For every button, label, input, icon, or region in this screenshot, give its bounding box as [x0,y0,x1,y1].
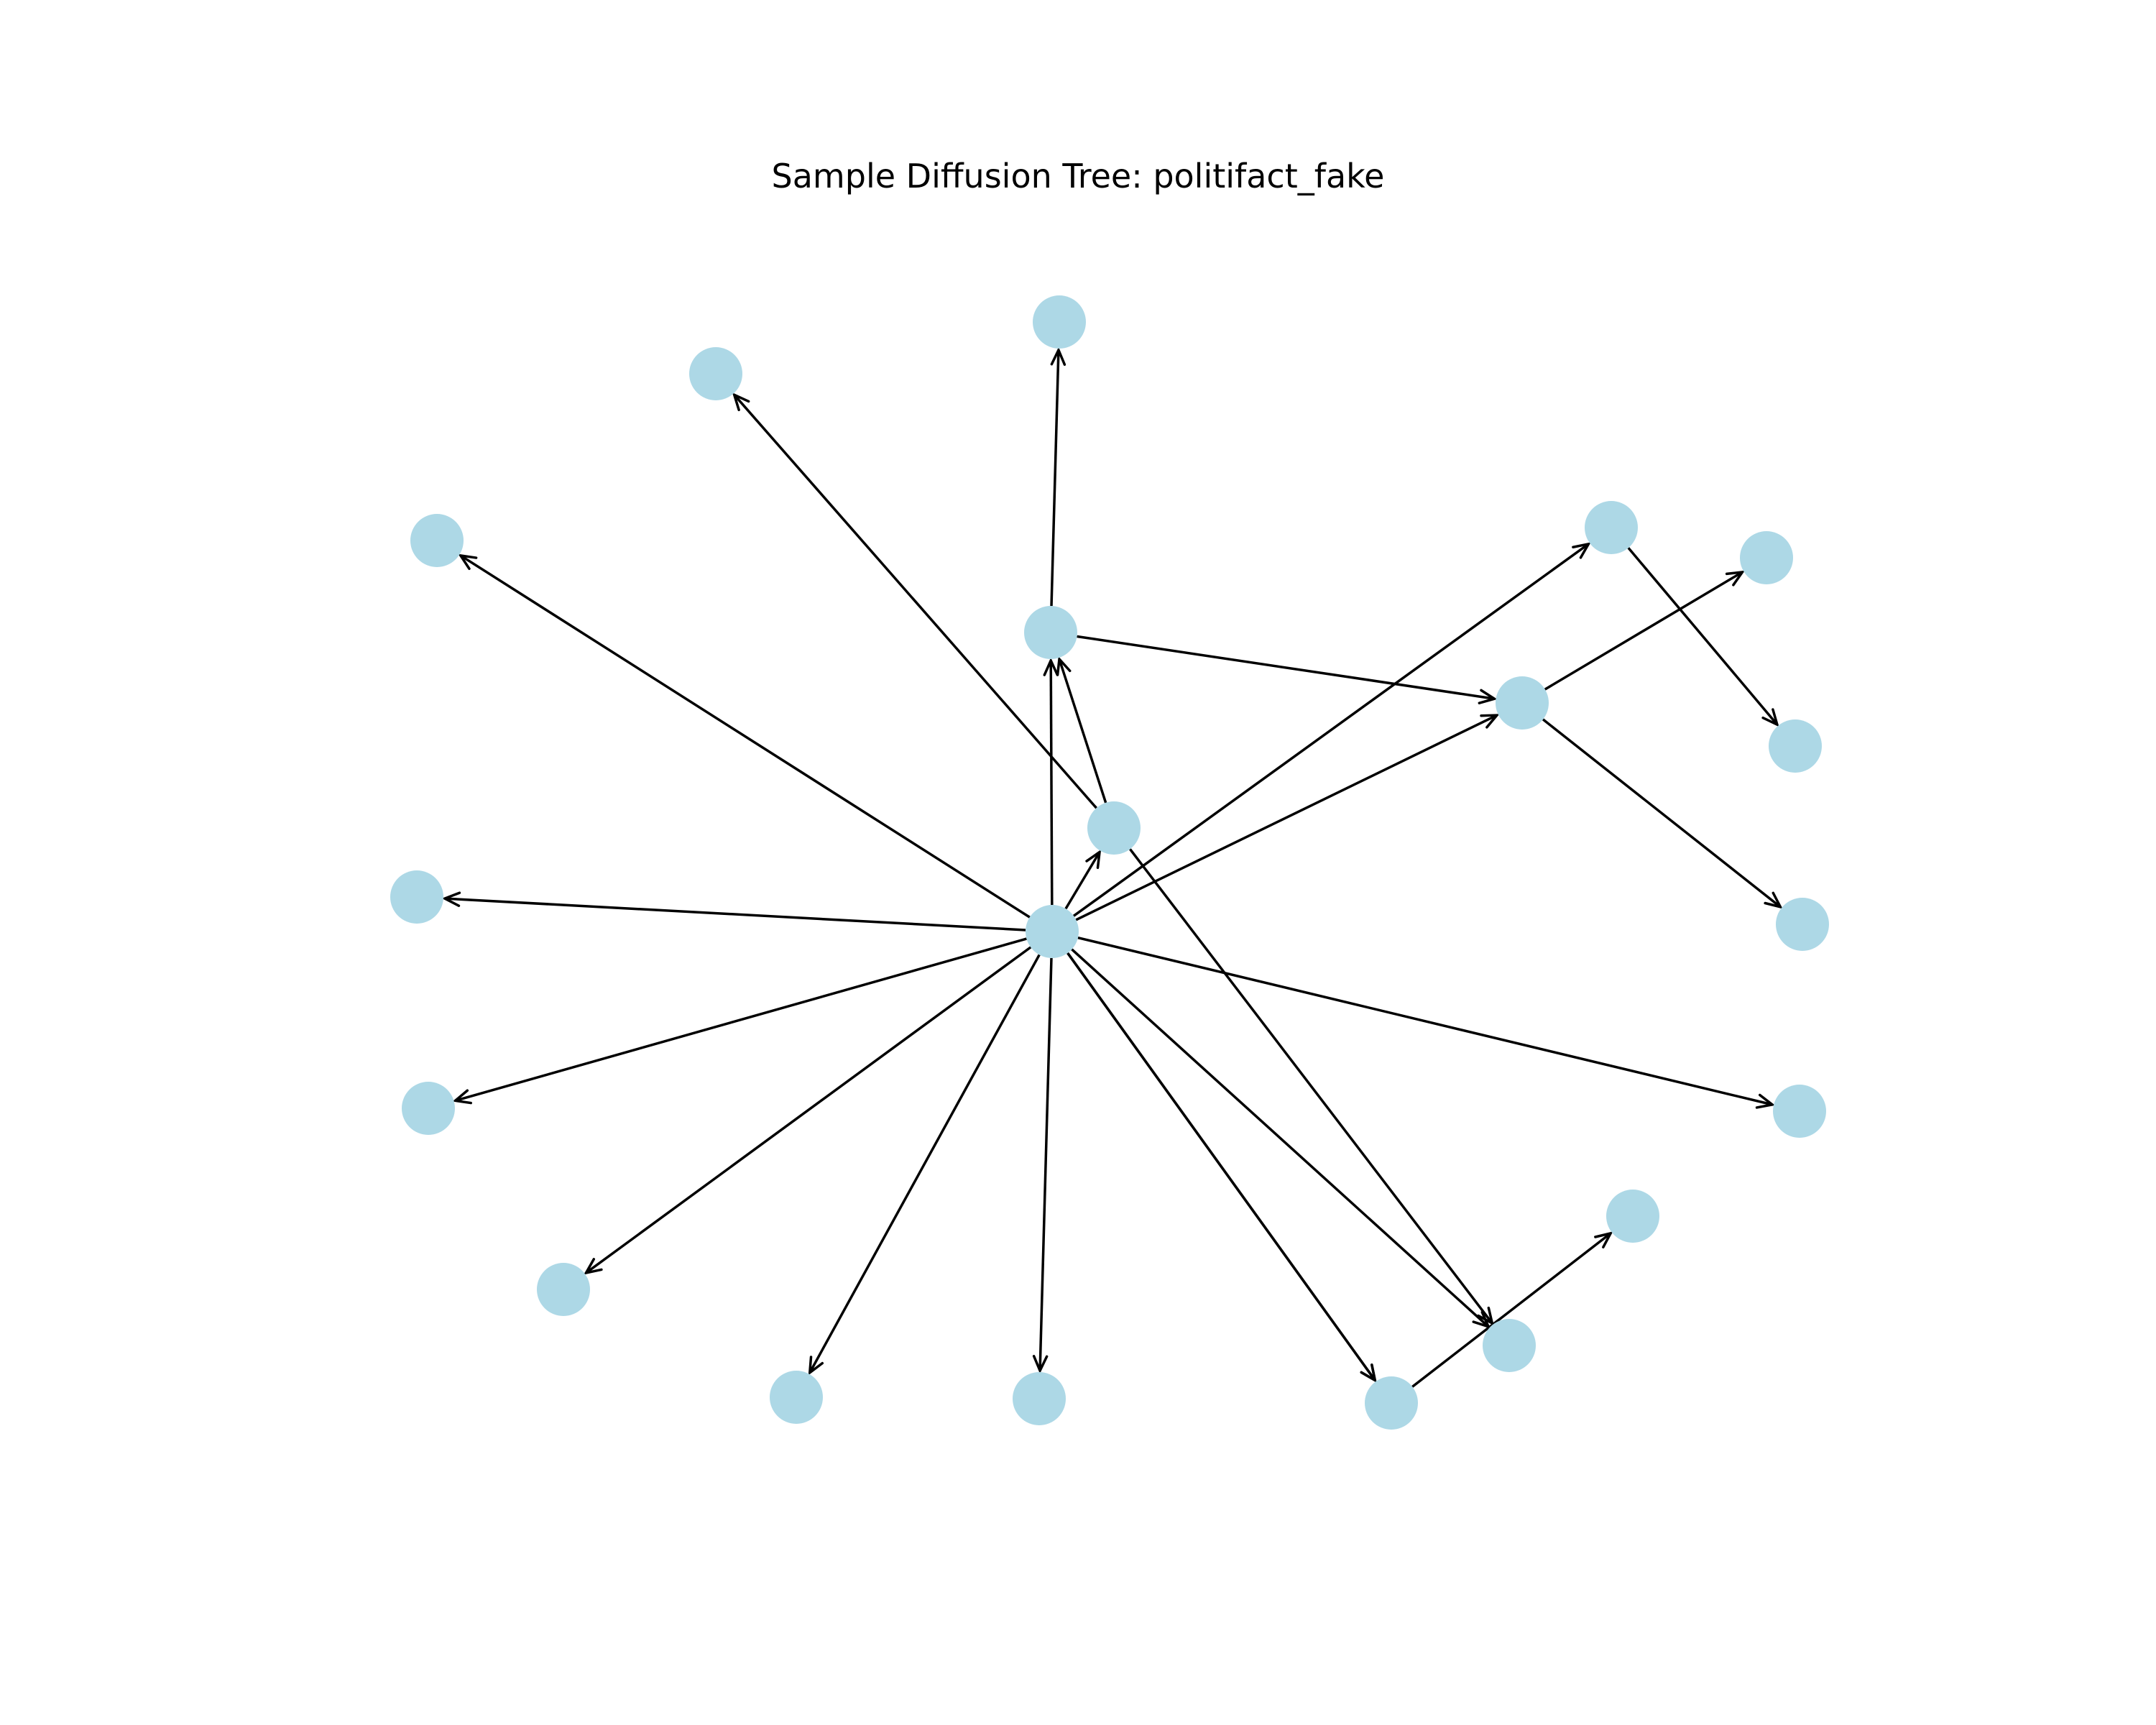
arrow-head-icon [1725,570,1746,586]
node-n0 [1026,905,1079,958]
node-n14 [770,1371,823,1424]
node-n13 [537,1263,590,1316]
edge-line [1077,936,1773,1106]
edge-line [1071,948,1490,1328]
node-n8 [390,870,443,924]
edge-n0-n17 [1071,948,1491,1329]
edge-line [1050,349,1060,607]
arrow-head-icon [1480,714,1500,729]
node-n12 [1773,1085,1826,1138]
edge-line [1077,635,1495,700]
edge-line [1049,660,1054,906]
edge-n0-n12 [1077,936,1776,1109]
edge-line [444,897,1026,932]
edge-n0-n4 [1075,714,1500,921]
edge-line [1072,543,1590,917]
edge-n0-n14 [808,954,1041,1376]
node-n15 [1013,1372,1066,1425]
node-n2 [1024,606,1077,659]
arrow-head-icon [1360,1363,1377,1383]
node-n11 [402,1082,455,1135]
edge-n2-n4 [1077,635,1498,704]
edge-line [1075,714,1498,921]
edge-line [1411,1232,1612,1388]
edge-n2-n5 [1050,346,1067,607]
edge-n0-n15 [1032,957,1053,1374]
edge-line [1038,957,1053,1371]
edge-n0-n11 [452,937,1027,1105]
edge-n1-n19 [1129,848,1494,1326]
edge-line [1627,547,1779,726]
edge-line [1064,851,1101,910]
edge-line [808,954,1041,1374]
edge-n4-n9 [1544,570,1746,691]
arrow-head-icon [584,1258,603,1275]
node-n21 [1606,1190,1659,1243]
arrow-head-icon [808,1356,824,1376]
edge-n0-n1 [1064,849,1102,910]
node-n20 [1769,719,1822,773]
arrow-head-icon [1761,708,1779,727]
arrow-head-icon [1764,891,1783,909]
node-n9 [1740,531,1793,584]
node-n17 [1483,1319,1536,1372]
arrow-head-icon [1755,1093,1776,1109]
arrow-head-icon [452,1089,472,1105]
edge-n18-n21 [1411,1231,1613,1388]
edge-line [733,394,1097,809]
edge-n1-n2 [1056,656,1107,804]
nodes-layer [390,295,1829,1430]
edge-n4-n10 [1542,718,1783,909]
arrow-head-icon [1056,656,1072,676]
node-n3 [689,347,742,400]
edge-line [1544,571,1743,691]
edges-layer [441,346,1783,1388]
arrow-head-icon [1043,657,1059,676]
edge-line [1067,952,1376,1381]
arrow-head-icon [732,392,750,412]
edge-n0-n7 [458,553,1031,919]
arrow-head-icon [1477,1306,1494,1326]
edge-n0-n6 [1072,542,1591,917]
arrow-head-icon [441,891,461,907]
edge-line [1542,718,1782,908]
node-n10 [1776,898,1829,951]
arrow-head-icon [1594,1231,1613,1248]
edge-n0-n13 [584,946,1032,1275]
edge-line [459,554,1031,919]
arrow-head-icon [1050,346,1067,366]
edge-line [455,937,1027,1103]
node-n5 [1033,295,1086,349]
arrow-head-icon [458,553,478,570]
node-n1 [1087,801,1141,855]
edge-n0-n2 [1043,657,1059,906]
node-n4 [1496,676,1549,730]
edge-line [1058,658,1107,804]
node-n7 [410,514,464,567]
node-n16 [1365,1376,1418,1430]
node-n6 [1585,501,1638,554]
edge-line [1129,848,1493,1325]
arrow-head-icon [1085,849,1102,870]
edge-n6-n20 [1627,547,1779,727]
arrow-head-icon [1572,542,1591,559]
figure-title: Sample Diffusion Tree: politifact_fake [771,157,1385,196]
edge-n1-n3 [732,392,1097,809]
edge-n0-n18 [1067,952,1377,1383]
arrow-head-icon [1478,689,1498,704]
arrow-head-icon [1032,1355,1049,1374]
edge-line [585,946,1032,1274]
edge-n0-n8 [441,891,1026,932]
